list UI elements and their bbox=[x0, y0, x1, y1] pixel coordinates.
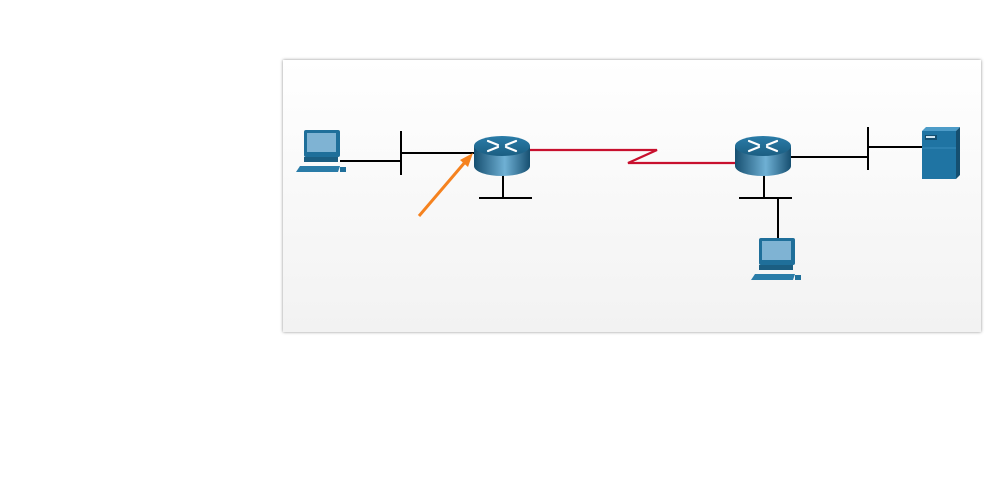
arrow-icon bbox=[417, 153, 473, 217]
router-icon[interactable] bbox=[472, 134, 532, 178]
router-icon[interactable] bbox=[733, 134, 793, 178]
server-icon[interactable] bbox=[921, 126, 961, 180]
ethernet-links bbox=[340, 127, 923, 239]
serial-link bbox=[528, 148, 738, 165]
diagram-panel bbox=[283, 60, 981, 332]
pc-icon[interactable] bbox=[296, 130, 346, 172]
pc-icon[interactable] bbox=[751, 238, 801, 280]
